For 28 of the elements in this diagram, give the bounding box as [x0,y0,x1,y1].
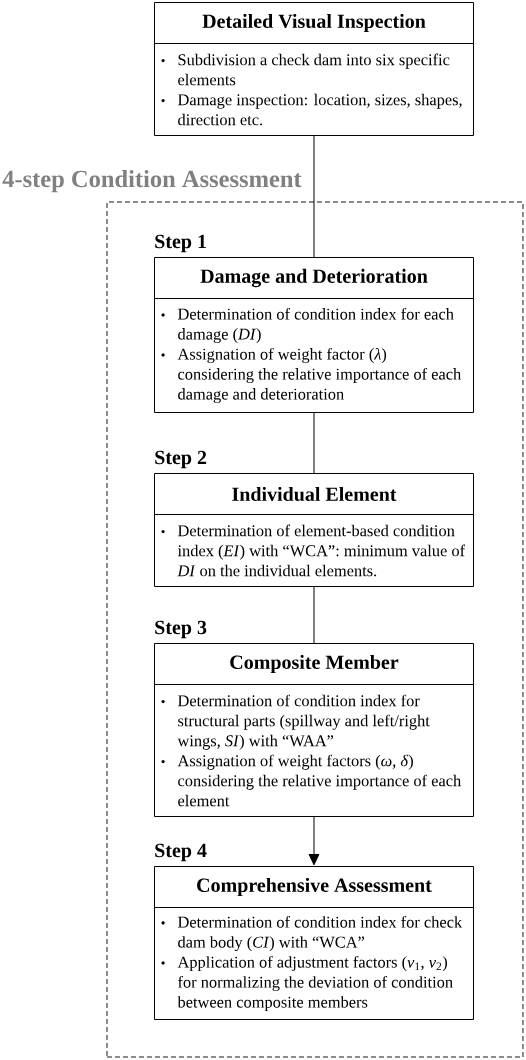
node-label: Subdivision a check dam into six specific elements [178,53,450,86]
node-label: Detailed Visual Inspection [202,13,426,33]
node-label: Determination of condition index for structural parts (spillway and left/right wings, SI) with “WAA” [177,694,430,750]
node-label: Assignation of weight factors (ω, δ) considering the relative importance of each element [177,754,462,807]
node-label: Application of adjustment factors (v$_{1}$, v$_{2}$) for normalizing the deviation of condition between composite members [177,955,453,1012]
process-box: Comprehensive Assessment Determination of condition index for check dam body (CI) with “WCA” Application of adjustment factors (v$_{1}$, v$_{2}$) for normalizing the deviation of condition between composite members [154,866,474,1020]
arrow [308,816,320,866]
node-label: Determination of condition index for each damage (DI) [177,307,454,344]
step-label: Step 1 [155,234,206,253]
connector-line [313,135,315,258]
step-label: Step 4 [155,843,207,862]
node-label: Composite Member [230,654,399,674]
connector-line [313,586,315,644]
process-box: Composite Member Determination of condition index for structural parts (spillway and left/right wings, SI) with “WAA” Assignation of weight factors (ω, δ) considering the relative importance of each element [154,643,474,817]
node-label: Damage inspection: location, sizes, shapes, direction etc. [177,93,462,126]
node-label: Determination of condition index for check dam body (CI) with “WCA” [177,915,463,952]
group-title: 4-step Condition Assessment [2,170,302,193]
connector-line [313,412,315,474]
process-box: Detailed Visual Inspection Subdivision a check dam into six specific elements Damage inspection: location, sizes, shapes, direction etc. [154,2,474,136]
node-label: Assignation of weight factor (λ) considering the relative importance of each damage and deterioration [177,347,462,404]
step-label: Step 2 [155,450,207,469]
step-label: Step 3 [155,620,207,639]
node-label: Comprehensive Assessment [197,877,432,897]
process-box: Damage and Deterioration Determination of condition index for each damage (DI) Assignation of weight factor (λ) considering the relative importance of each damage and deterioration [154,257,474,413]
process-box: Individual Element Determination of element-based condition index (EI) with “WCA”: minimum value of DI on the individual elements. [154,473,474,587]
node-label: Individual Element [232,486,397,502]
node-label: Damage and Deterioration [200,268,428,288]
node-label: Determination of element-based condition index (EI) with “WCA”: minimum value of DI on the individual elements. [177,524,466,577]
